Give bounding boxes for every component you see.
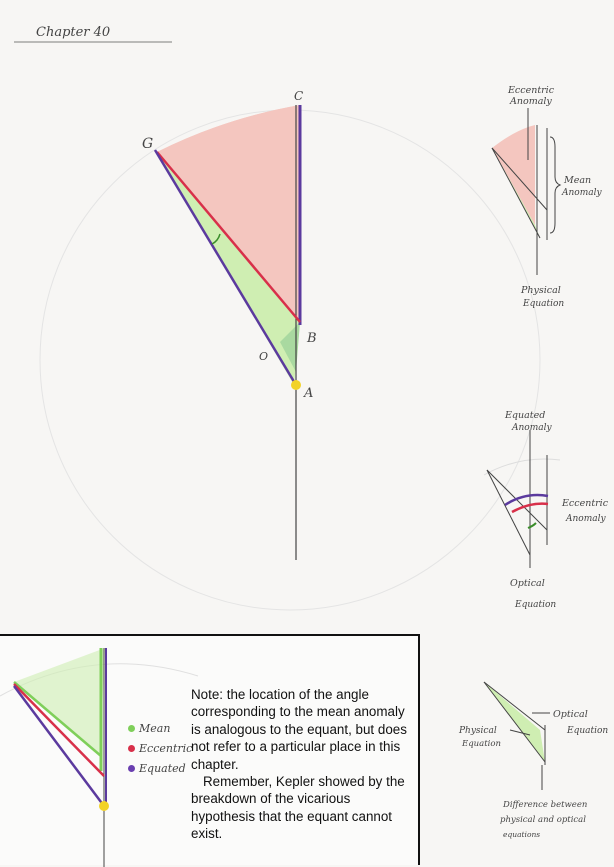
inset-bottom-physical-label-2: Equation [461,739,501,749]
inset-top-mean-label-1: Mean [563,175,591,186]
legend-item-equated: Equated [128,758,192,778]
angle-mark [211,233,221,245]
inset-middle-red-arc [511,502,549,514]
note-green-line [13,681,102,757]
legend: Mean Eccentric Equated [128,718,192,778]
note-paragraph-2: Remember, Kepler showed by the breakdown… [191,774,405,842]
inset-bottom-optical-label-1: Optical [553,709,588,720]
red-line-gb [156,151,301,323]
inset-middle: Equated Anomaly Eccentric Anomaly Optica… [483,410,609,610]
inset-top-brace [549,136,562,234]
note-text: Note: the location of the angle correspo… [191,686,413,843]
note-paragraph-1: Note: the location of the angle correspo… [191,687,407,772]
inset-top-eccentric-label-1: Eccentric [507,85,555,96]
legend-dot-icon [128,744,135,752]
inset-top-mean-label-2: Anomaly [561,188,602,198]
note-sun-icon [99,801,109,811]
inset-middle-optical-label-2: Equation [514,600,556,610]
point-label-a: A [303,386,313,401]
hatched-triangle [280,322,300,372]
inset-middle-equated-label-1: Equated [504,410,545,421]
inset-top-diag2 [491,147,548,211]
legend-item-eccentric: Eccentric [128,738,192,758]
inset-top-physical-label-2: Equation [522,299,564,309]
inset-bottom: Optical Equation Physical Equation Diffe… [458,681,608,839]
legend-item-mean: Mean [128,718,192,738]
inset-middle-equated-label-2: Anomaly [511,423,552,433]
note-red-line [13,683,105,777]
inset-bottom-line1 [483,681,546,763]
eccentric-sector-body [157,105,300,322]
note-green-fill-1 [14,648,105,754]
inset-bottom-pointer-physical [509,729,531,736]
mean-wedge [157,152,300,385]
inset-top-diag [491,147,541,239]
inset-middle-diag [486,469,531,556]
inset-bottom-physical-label-1: Physical [458,726,497,736]
legend-dot-icon [128,724,135,732]
note-diagram [0,648,199,867]
chapter-title: Chapter 40 [36,25,110,40]
point-label-b: B [306,331,317,346]
inset-bottom-line2 [483,681,546,731]
inset-top-pink [492,125,535,225]
main-diagram: C G B O A [39,89,541,611]
legend-label: Mean [139,721,171,735]
inset-middle-optical-label-1: Optical [510,578,545,589]
inset-top-eccentric-label-2: Anomaly [509,96,552,107]
inset-middle-orbit [483,458,561,476]
inset-top: Eccentric Anomaly Mean Anomaly Physical … [491,85,602,309]
inset-bottom-diff-label-3: equations [503,830,540,839]
inset-bottom-diff-label-1: Difference between [502,800,587,810]
legend-label: Eccentric [139,741,193,755]
purple-line-ga [153,149,298,386]
inset-bottom-diff-label-2: physical and optical [500,815,586,825]
inset-middle-purple-arc [504,493,549,507]
sun-icon [291,380,301,390]
inset-middle-green-mark [527,522,537,529]
note-purple-line [13,685,105,807]
note-box [0,634,420,867]
point-label-o: O [259,350,268,363]
inset-middle-eccentric-label-1: Eccentric [561,498,609,509]
legend-dot-icon [128,764,135,772]
inset-top-physical-label-1: Physical [520,285,561,296]
legend-label: Equated [139,761,186,775]
inset-middle-eccentric-label-2: Anomaly [565,514,606,524]
point-label-g: G [142,136,153,152]
inset-bottom-optical-label-2: Equation [566,726,608,736]
point-label-c: C [294,89,303,103]
